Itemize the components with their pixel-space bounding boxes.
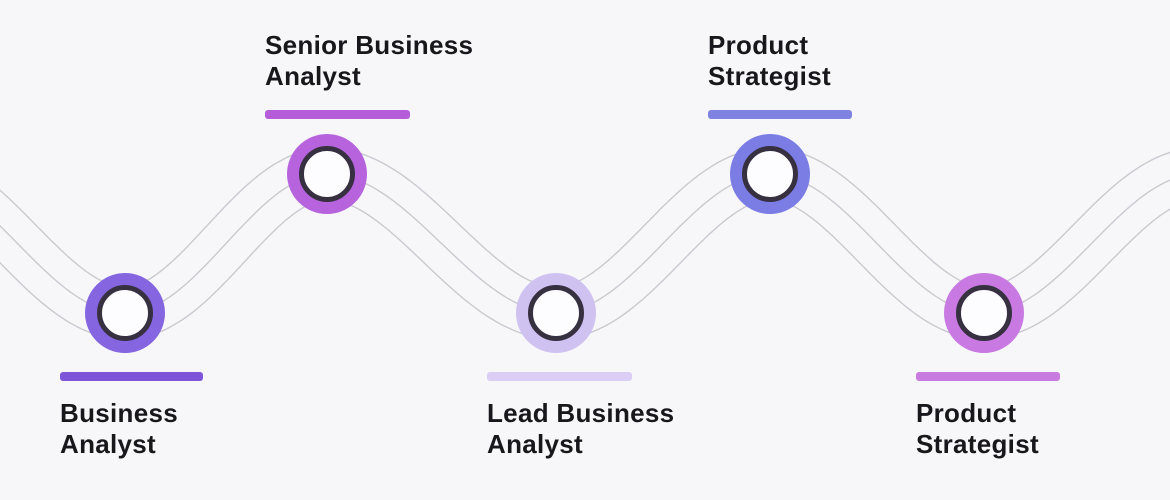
milestone-circle <box>730 134 810 214</box>
step-accent-bar <box>265 110 410 119</box>
career-step-senior-business-analyst: Senior Business Analyst <box>265 0 505 500</box>
step-title-line2: Analyst <box>265 61 362 91</box>
step-title: Business Analyst <box>60 398 178 460</box>
step-title: Senior Business Analyst <box>265 30 473 92</box>
milestone-circle-core <box>528 285 584 341</box>
milestone-circle <box>287 134 367 214</box>
career-step-business-analyst: Business Analyst <box>60 0 300 500</box>
career-step-lead-business-analyst: Lead Business Analyst <box>487 0 727 500</box>
step-title-line2: Strategist <box>708 61 831 91</box>
step-accent-bar <box>487 372 632 381</box>
milestone-circle-core <box>956 285 1012 341</box>
step-title-line1: Senior Business <box>265 30 474 60</box>
career-step-product-strategist-top: Product Strategist <box>708 0 948 500</box>
step-title-line2: Analyst <box>487 429 584 459</box>
milestone-circle <box>85 273 165 353</box>
step-accent-bar <box>916 372 1060 381</box>
step-title-line2: Analyst <box>60 429 157 459</box>
milestone-circle-core <box>299 146 355 202</box>
milestone-circle-core <box>97 285 153 341</box>
milestone-circle <box>516 273 596 353</box>
step-accent-bar <box>60 372 203 381</box>
step-title: Lead Business Analyst <box>487 398 674 460</box>
step-title-line1: Business <box>60 398 179 428</box>
career-step-product-strategist-bottom: Product Strategist <box>916 0 1156 500</box>
step-title-line1: Lead Business <box>487 398 675 428</box>
milestone-circle-core <box>742 146 798 202</box>
step-title-line1: Product <box>916 398 1017 428</box>
step-accent-bar <box>708 110 852 119</box>
step-title-line2: Strategist <box>916 429 1039 459</box>
milestone-circle <box>944 273 1024 353</box>
step-title-line1: Product <box>708 30 809 60</box>
step-title: Product Strategist <box>916 398 1039 460</box>
step-title: Product Strategist <box>708 30 831 92</box>
